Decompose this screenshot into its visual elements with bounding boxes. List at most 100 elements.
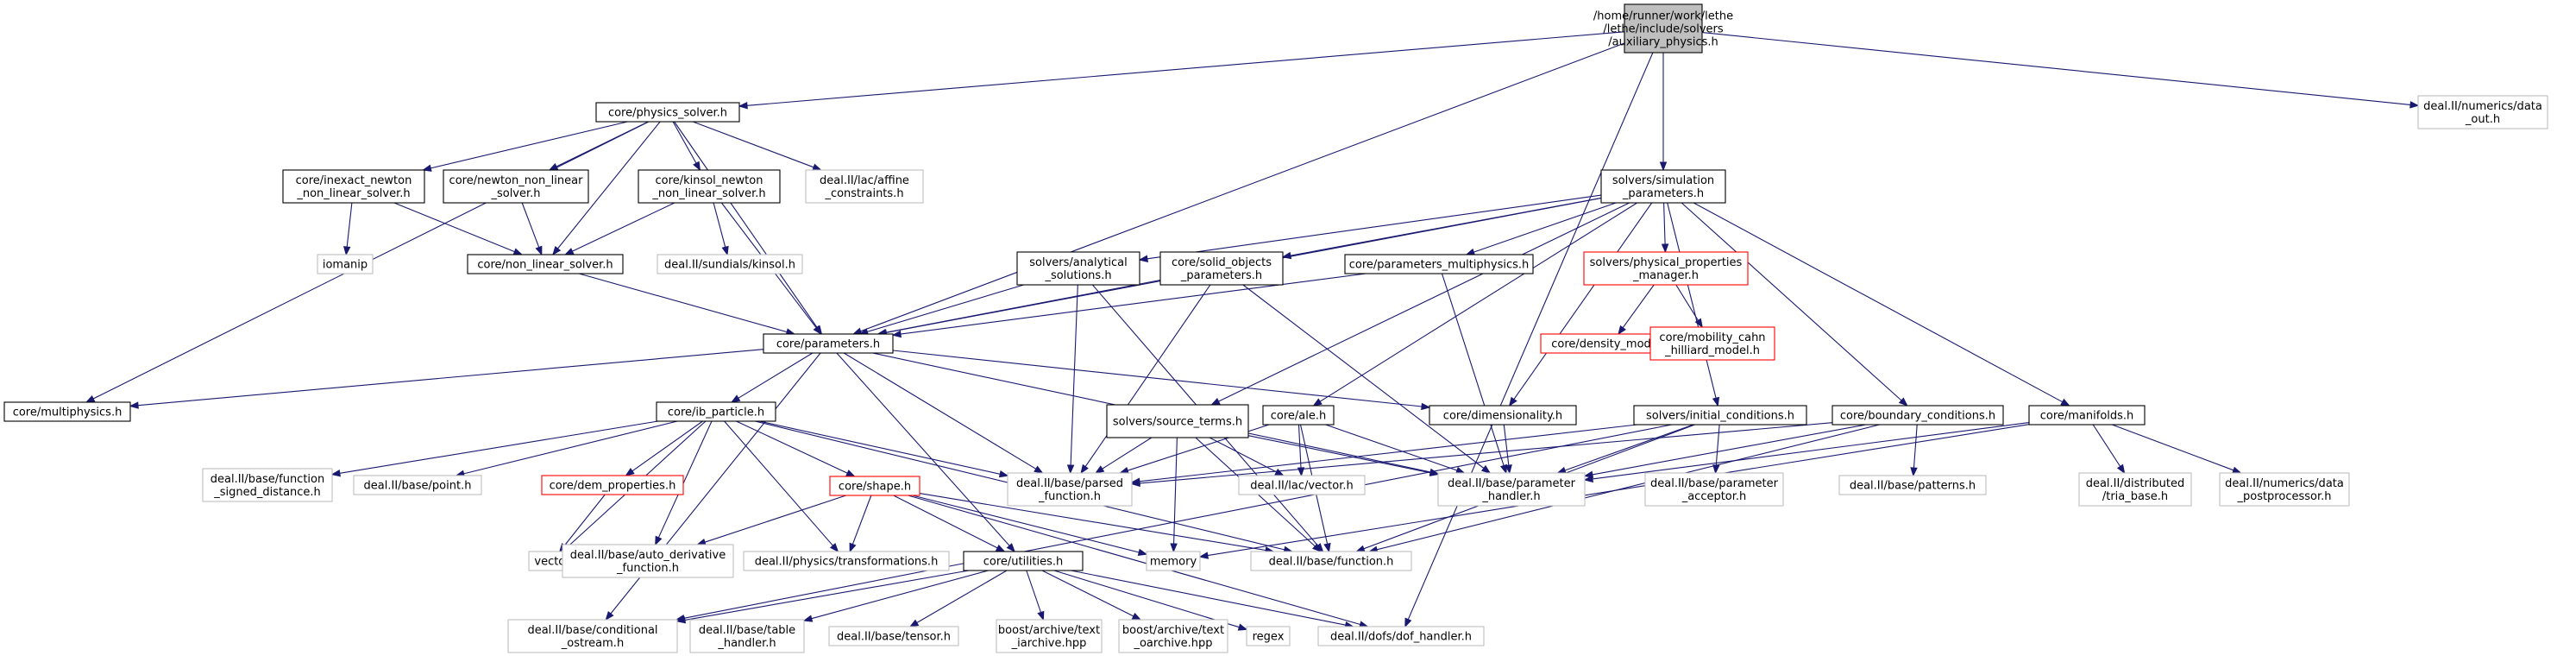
node-memory: memory (1146, 551, 1201, 571)
node-label: solvers/analytical (1029, 256, 1127, 269)
edge-simulation-to-ale (1312, 202, 1637, 407)
node-label: solvers/initial_conditions.h (1646, 410, 1794, 423)
edge-simulation-to-multiphysics_params (1465, 202, 1617, 255)
node-param_acceptor: deal.II/base/parameter_acceptor.h (1644, 472, 1784, 507)
node-label: memory (1150, 556, 1197, 569)
node-iomanip: iomanip (317, 254, 374, 274)
edge-source_terms-to-param_handler (1247, 435, 1440, 476)
edge-ib_particle-to-auto_deriv (655, 420, 713, 546)
edge-source_terms-to-parsed (1094, 437, 1153, 474)
node-manifolds[interactable]: core/manifolds.h (2028, 405, 2146, 426)
edge-parameters-to-cond_ostream (605, 352, 821, 621)
node-box (743, 551, 950, 571)
edge-root-to-dof_handler (1404, 52, 1654, 628)
edge-dem-to-vector (558, 494, 606, 553)
node-label: /auxiliary_physics.h (1608, 36, 1718, 49)
node-label: deal.II/base/conditional (527, 624, 657, 637)
node-data_post: deal.II/numerics/data_postprocessor.h (2219, 472, 2350, 507)
node-boundary_conditions[interactable]: core/boundary_conditions.h (1831, 405, 2004, 426)
edge-ale-to-lacvector (1297, 424, 1305, 477)
node-label: iomanip (323, 259, 368, 272)
edge-solid-to-param_handler (1242, 284, 1492, 474)
node-label: deal.II/base/point.h (364, 480, 472, 493)
node-inexact[interactable]: core/inexact_newton_non_linear_solver.h (282, 169, 425, 204)
node-label: boost/archive/text (998, 624, 1100, 637)
node-label: core/boundary_conditions.h (1840, 410, 1995, 423)
node-kinsol[interactable]: core/kinsol_newton_non_linear_solver.h (638, 169, 781, 204)
edge-inexact-to-iomanip (343, 202, 353, 256)
node-utilities[interactable]: core/utilities.h (963, 551, 1084, 571)
node-sundials: deal.II/sundials/kinsol.h (657, 254, 803, 274)
node-lacvector: deal.II/lac/vector.h (1238, 475, 1366, 495)
edge-simulation-to-dimensionality (1508, 202, 1653, 407)
node-label: deal.II/numerics/data (2423, 100, 2542, 113)
node-dem[interactable]: core/dem_properties.h (541, 475, 684, 495)
node-label: deal.II/base/patterns.h (1850, 480, 1976, 493)
edge-nls-to-parameters (579, 273, 796, 336)
node-label: core/shape.h (839, 481, 911, 494)
node-label: /tria_base.h (2102, 490, 2168, 503)
node-box (963, 551, 1084, 571)
node-box (763, 333, 894, 354)
node-box (805, 169, 924, 204)
node-text_oarchive: boost/archive/text_oarchive.hpp (1118, 619, 1228, 653)
node-dimensionality[interactable]: core/dimensionality.h (1429, 405, 1577, 426)
node-box (1146, 551, 1201, 571)
node-newton[interactable]: core/newton_non_linear_solver.h (443, 169, 589, 204)
node-ib_particle[interactable]: core/ib_particle.h (656, 401, 776, 422)
node-ppm[interactable]: solvers/physical_properties_manager.h (1583, 251, 1749, 286)
node-physics_solver[interactable]: core/physics_solver.h (595, 102, 740, 123)
edge-physics_solver-to-affine (693, 121, 822, 171)
node-box (1831, 405, 2004, 426)
edge-manifolds-to-tria_base (2092, 424, 2126, 475)
node-point: deal.II/base/point.h (353, 475, 482, 495)
node-analytical[interactable]: solvers/analytical_solutions.h (1016, 251, 1140, 286)
node-box (638, 169, 781, 204)
node-parameters[interactable]: core/parameters.h (763, 333, 894, 354)
node-multiphysics[interactable]: core/multiphysics.h (3, 401, 131, 422)
node-box (657, 254, 803, 274)
node-label: deal.II/base/tensor.h (837, 631, 951, 644)
edge-parameters-to-multiphysics (129, 349, 764, 409)
node-affine: deal.II/lac/affine_constraints.h (805, 169, 924, 204)
node-simulation[interactable]: solvers/simulation_parameters.h (1600, 169, 1726, 204)
node-label: core/inexact_newton (296, 174, 412, 187)
node-shape[interactable]: core/shape.h (829, 476, 920, 496)
node-box (1317, 626, 1485, 646)
node-source_terms[interactable]: solvers/source_terms.h (1106, 404, 1249, 438)
node-ale[interactable]: core/ale.h (1262, 405, 1335, 426)
node-nls[interactable]: core/non_linear_solver.h (467, 254, 624, 274)
node-initial_conditions[interactable]: solvers/initial_conditions.h (1633, 405, 1807, 426)
node-regex: regex (1246, 626, 1291, 646)
node-label: core/physics_solver.h (608, 107, 727, 120)
edge-shape-to-memory (912, 495, 1148, 556)
node-mobility[interactable]: core/mobility_cahn_hilliard_model.h (1649, 326, 1775, 361)
node-root: /home/runner/work/lethe/lethe/include/so… (1593, 3, 1733, 54)
node-fsd: deal.II/base/function_signed_distance.h (202, 468, 333, 502)
node-box (1437, 472, 1586, 507)
node-label: core/parameters.h (776, 338, 880, 351)
edge-simulation-to-analytical (1138, 194, 1602, 262)
node-box (996, 619, 1103, 653)
node-multiphysics_params[interactable]: core/parameters_multiphysics.h (1344, 254, 1534, 274)
edge-boundary_conditions-to-parsed (1130, 422, 1833, 488)
node-label: core/newton_non_linear (449, 174, 584, 187)
node-label: _constraints.h (824, 187, 903, 200)
node-label: _handler.h (717, 637, 776, 650)
node-label: _oarchive.hpp (1133, 637, 1212, 650)
node-label: deal.II/base/function (210, 473, 324, 486)
edge-root-to-physics_solver (738, 31, 1625, 110)
node-solid[interactable]: core/solid_objects_parameters.h (1159, 251, 1284, 286)
node-label: _solutions.h (1044, 269, 1111, 282)
node-box (282, 169, 425, 204)
node-box (1583, 251, 1749, 286)
node-label: deal.II/base/parsed (1016, 477, 1123, 490)
edge-kinsol-to-sundials (713, 202, 729, 256)
node-label: deal.II/physics/transformations.h (755, 556, 939, 569)
node-label: solvers/source_terms.h (1113, 416, 1242, 429)
node-box (829, 476, 920, 496)
edge-simulation-to-ppm (1661, 202, 1669, 254)
node-cond_ostream: deal.II/base/conditional_ostream.h (507, 619, 678, 653)
node-box (1262, 405, 1335, 426)
